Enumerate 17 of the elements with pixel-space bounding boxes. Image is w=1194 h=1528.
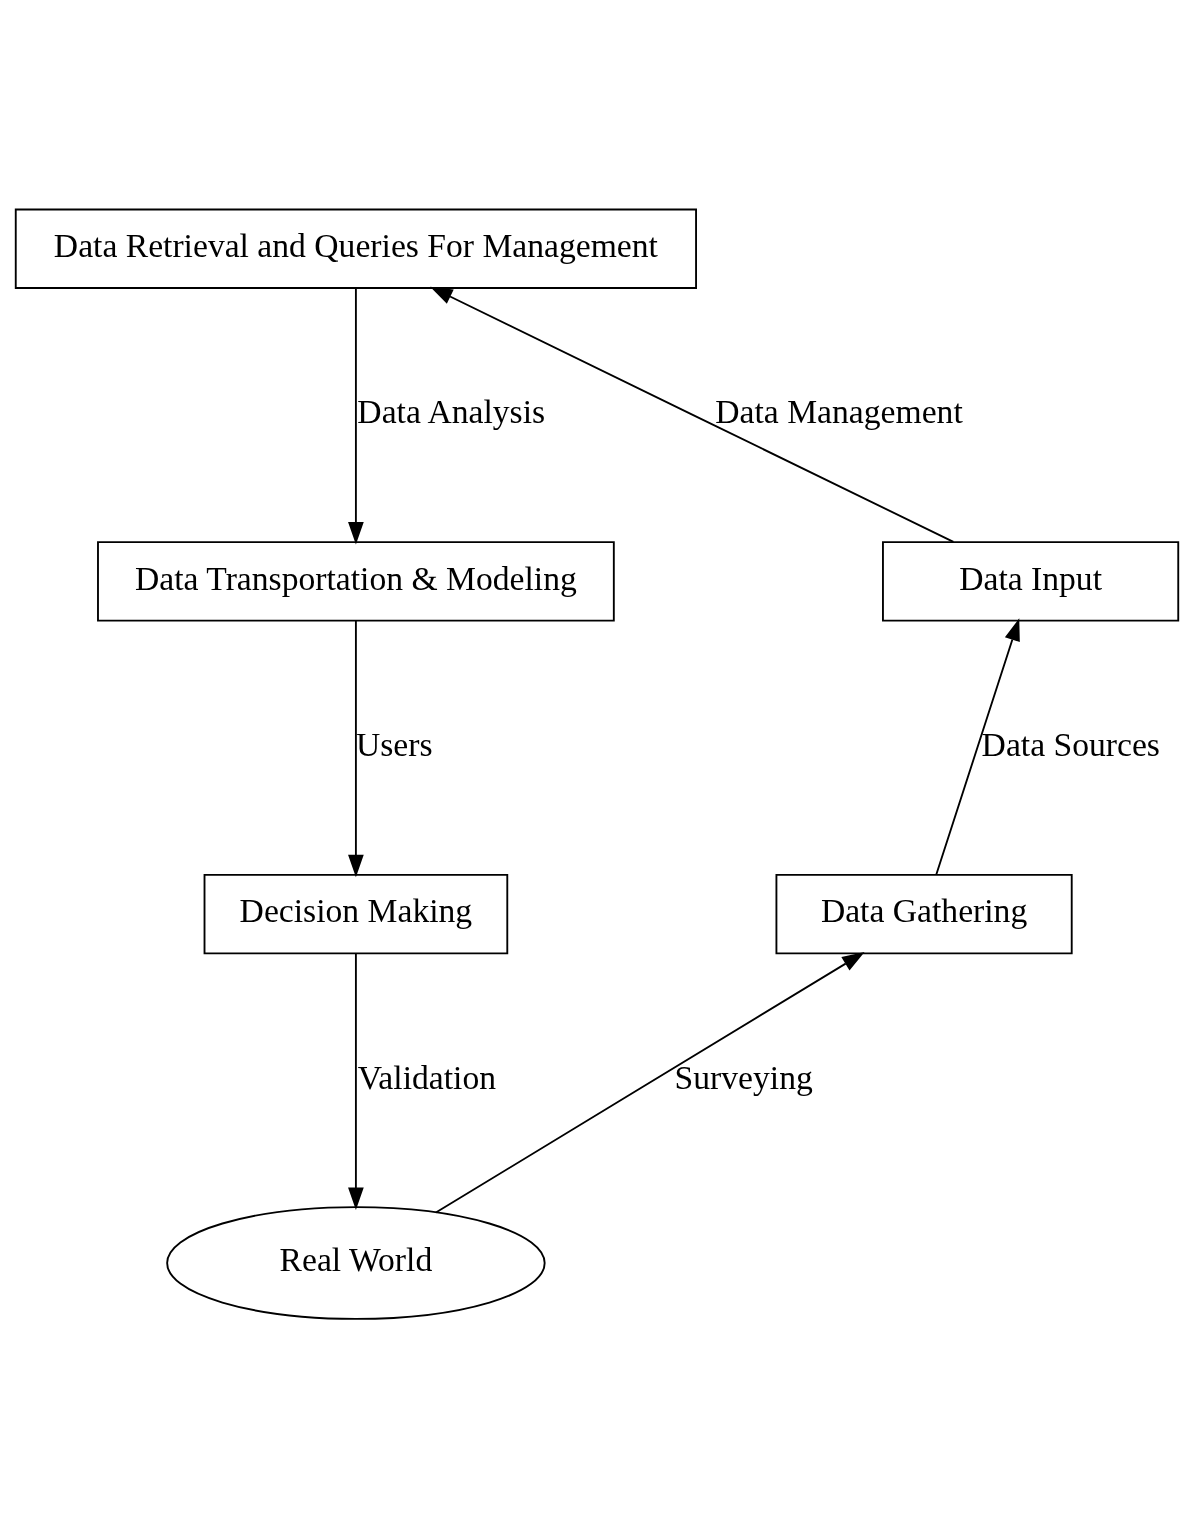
edge-label: Surveying bbox=[674, 1058, 813, 1096]
arrow bbox=[348, 952, 364, 1211]
arrow bbox=[348, 287, 364, 545]
edge-label: Data Management bbox=[715, 393, 963, 431]
node-box: Data Input bbox=[882, 541, 1180, 622]
arrow bbox=[434, 952, 865, 1214]
arrow bbox=[348, 620, 364, 878]
node-box: Data Transportation & Modeling bbox=[97, 541, 615, 622]
node-box: Data Retrieval and Queries For Management bbox=[14, 208, 697, 289]
node-box: Decision Making bbox=[203, 873, 509, 955]
arrow bbox=[430, 286, 955, 543]
node-box: Data Gathering bbox=[775, 873, 1073, 955]
edge-label: Validation bbox=[357, 1058, 497, 1096]
node-ellipse: Real World bbox=[166, 1206, 546, 1320]
edge-label: Data Sources bbox=[981, 725, 1160, 763]
edge-label: Data Analysis bbox=[357, 393, 546, 431]
arrow bbox=[935, 618, 1020, 876]
